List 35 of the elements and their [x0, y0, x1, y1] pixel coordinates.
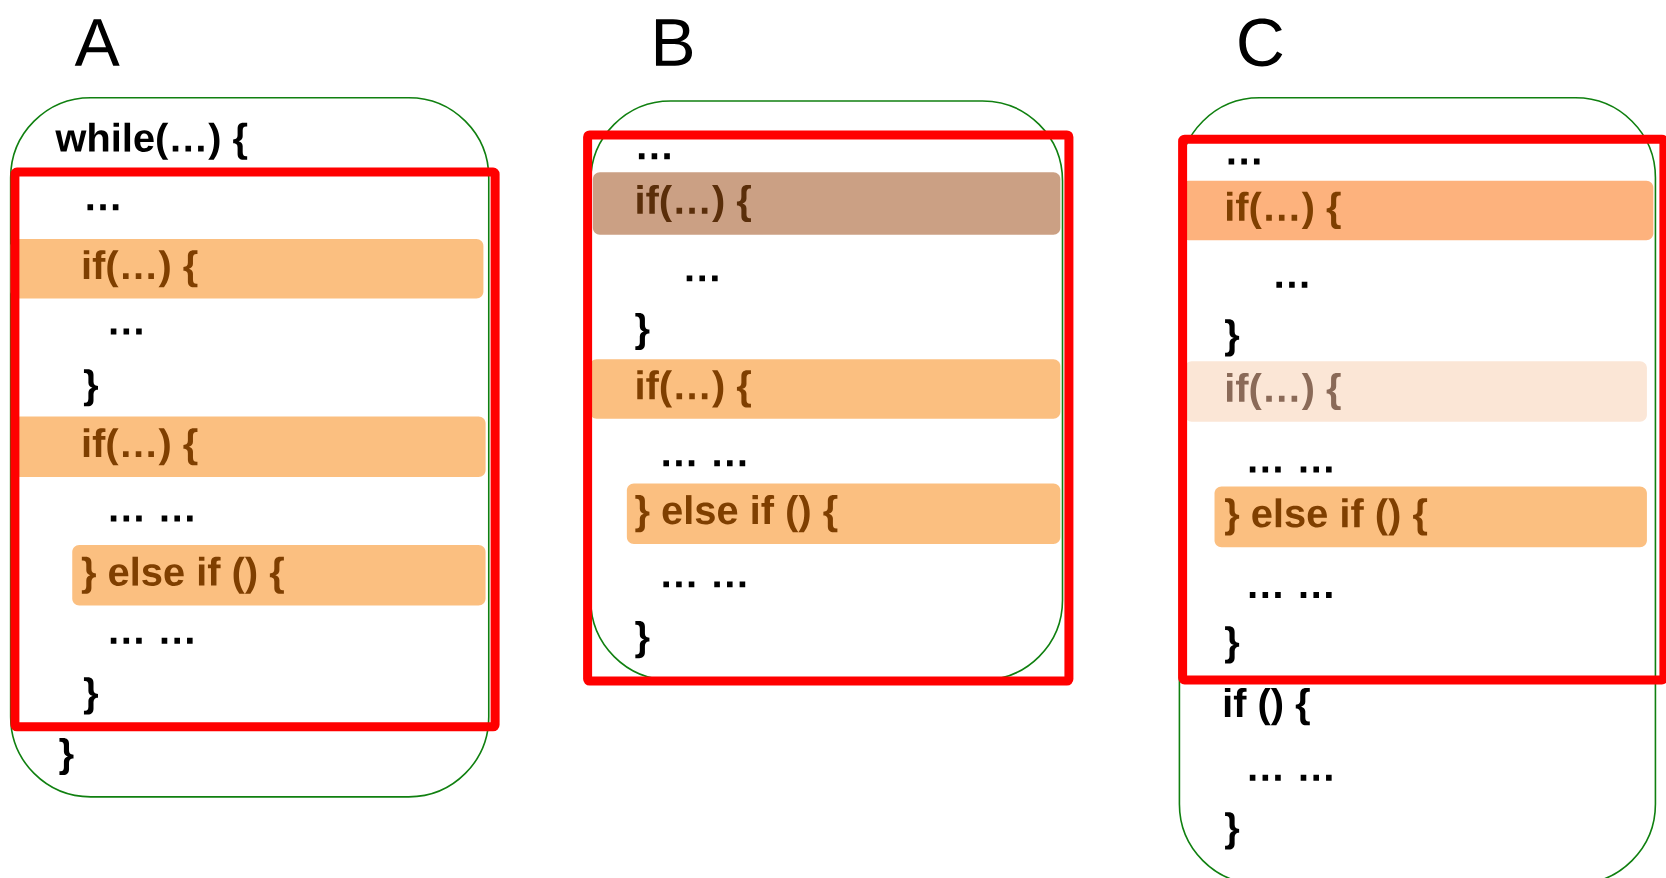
highlight-bar: if(…) {	[10, 239, 484, 299]
code-line: }	[1225, 626, 1240, 664]
code-line: if () {	[1224, 688, 1310, 726]
code-line: }	[59, 737, 74, 776]
code-line: …	[638, 153, 670, 160]
code-line: …	[686, 275, 718, 282]
code-line: …	[1228, 158, 1260, 165]
panel-letter: A	[74, 19, 120, 66]
code-line: }	[1225, 319, 1240, 357]
code-line: … …	[1249, 774, 1332, 781]
code-line: … …	[110, 515, 193, 522]
panel-letter: C	[1239, 18, 1283, 67]
highlight-bar: } else if () {	[72, 545, 486, 606]
code-line: while(…) {	[55, 122, 248, 160]
code-line: … …	[1249, 592, 1332, 598]
code-line: …	[110, 328, 142, 335]
code-line: }	[83, 677, 98, 715]
highlight-bar: } else if () {	[626, 483, 1061, 544]
highlight-bar: if(…) {	[1184, 361, 1647, 422]
panel-letter: B	[655, 19, 692, 66]
code-line: … …	[663, 460, 746, 467]
highlight-bar: if(…) {	[589, 359, 1061, 419]
code-line: … …	[1249, 466, 1332, 473]
highlight-bar: } else if () {	[1214, 486, 1647, 548]
code-line: }	[83, 369, 98, 407]
code-line: }	[1225, 812, 1240, 850]
highlight-bar: if(…) {	[12, 416, 486, 478]
code-line: }	[635, 312, 650, 351]
highlight-bar: if(…) {	[1181, 180, 1654, 241]
code-line: }	[635, 621, 650, 659]
code-line: … …	[663, 581, 746, 588]
code-line: …	[1276, 281, 1308, 288]
code-line: … …	[110, 637, 193, 644]
highlight-bar: if(…) {	[592, 172, 1061, 235]
code-line: …	[87, 204, 119, 211]
